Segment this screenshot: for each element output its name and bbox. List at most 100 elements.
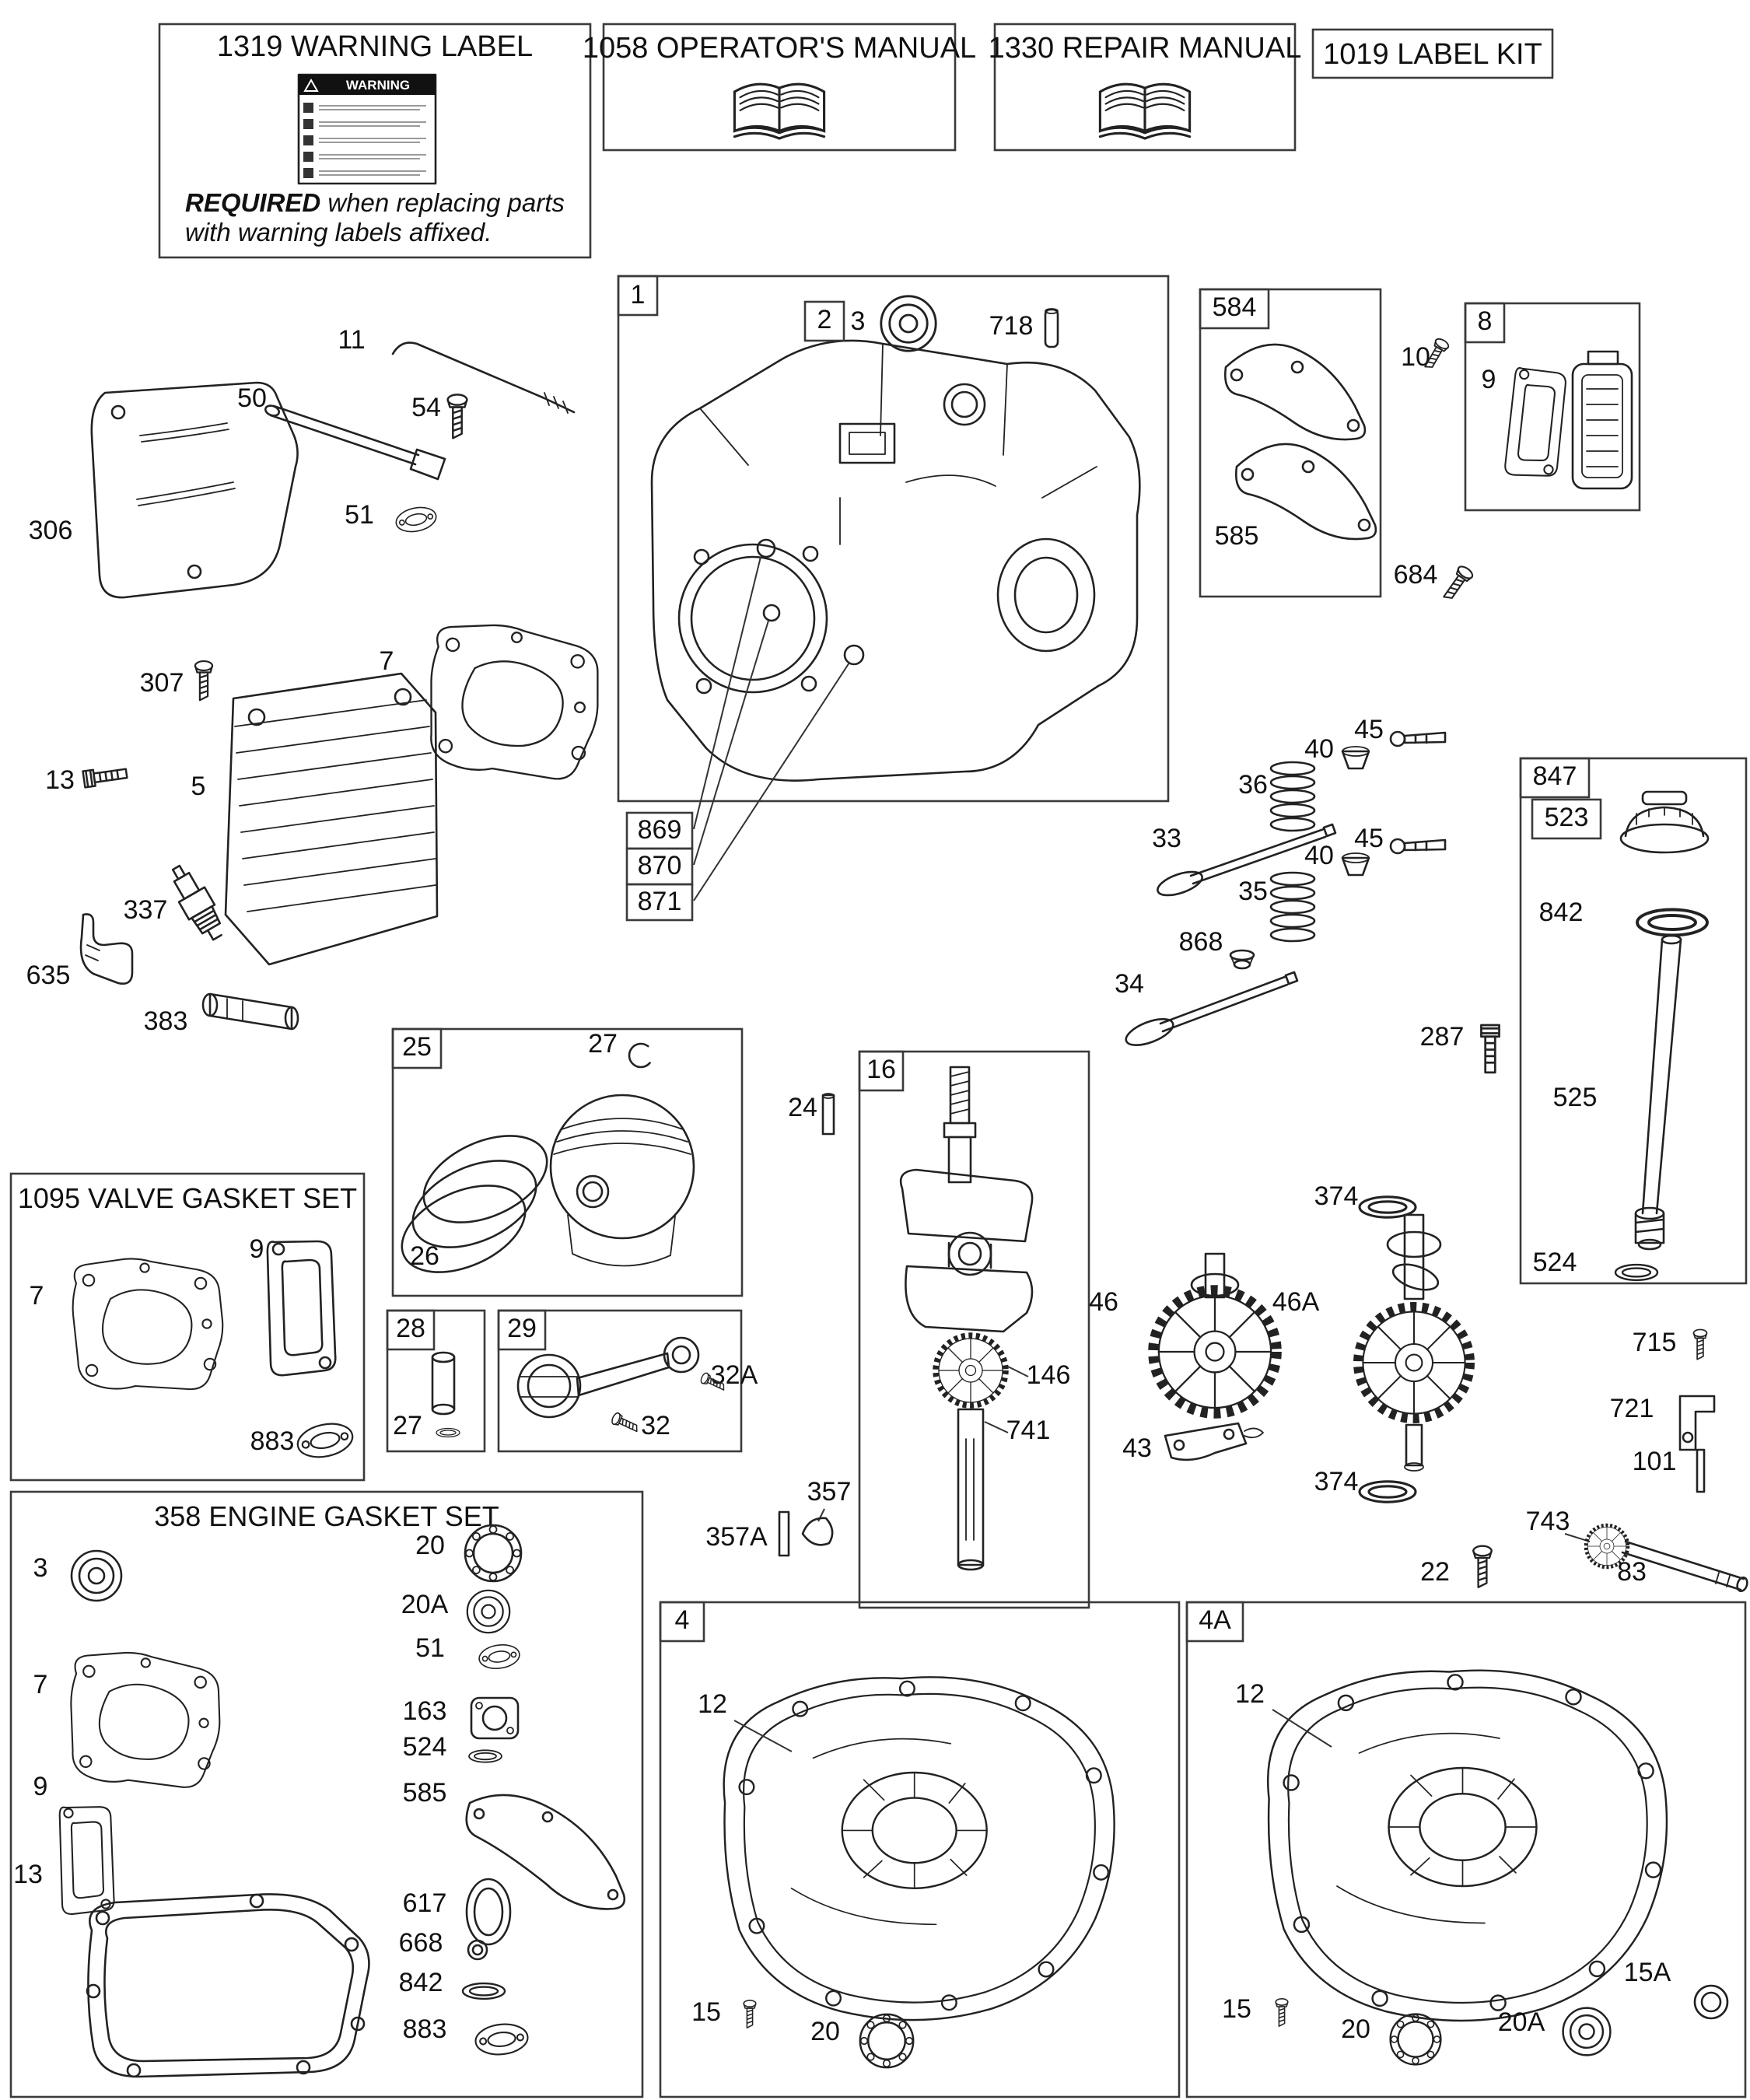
part-35-valve-spring [1269, 871, 1316, 943]
callout-46A: 46A [1272, 1287, 1320, 1317]
callout-20-box4A: 20 [1341, 2014, 1370, 2044]
kit-warning-label-title: 1319 WARNING LABEL [217, 30, 533, 63]
callout-715: 715 [1633, 1328, 1677, 1357]
kit-label-kit: 1019 LABEL KIT [1311, 28, 1554, 79]
callout-585-358: 585 [403, 1778, 447, 1808]
part-36-valve-spring [1269, 761, 1316, 832]
part-307-screw [194, 660, 214, 702]
callout-83: 83 [1617, 1557, 1647, 1587]
callout-668: 668 [399, 1928, 443, 1958]
part-525-dipstick-tube [1634, 934, 1682, 1251]
part-163-carb-gasket [470, 1696, 520, 1740]
callout-27-28box: 27 [393, 1411, 422, 1440]
part-54-screw [446, 394, 468, 439]
callout-3-358: 3 [33, 1553, 48, 1583]
part-51-gasket [393, 503, 439, 536]
part-22-screw [1472, 1545, 1493, 1588]
callout-524-dipstick: 524 [1533, 1248, 1577, 1277]
callout-51-358: 51 [415, 1633, 445, 1663]
part-883-gasket-1095 [293, 1418, 357, 1463]
callout-32A: 32A [711, 1360, 758, 1390]
part-28-piston-pin [431, 1351, 456, 1416]
part-743-gear-and-83-shaft [1586, 1525, 1748, 1593]
group-358-title: 358 ENGINE GASKET SET [154, 1500, 499, 1532]
part-20-bearing-box4 [859, 2013, 915, 2069]
detail-box-1: 1 [617, 275, 1170, 803]
detail-box-8: 8 9 [1464, 302, 1641, 512]
callout-146: 146 [1027, 1360, 1071, 1390]
callout-13-358: 13 [13, 1860, 43, 1889]
warning-note-rest: when replacing parts [320, 188, 565, 217]
part-piston [549, 1094, 695, 1267]
warning-sticker-lines [303, 103, 426, 178]
callout-307: 307 [140, 668, 184, 698]
callout-524-358: 524 [403, 1732, 447, 1762]
detail-box-8-label: 8 [1478, 306, 1493, 336]
callout-27-clip: 27 [588, 1029, 618, 1059]
part-101-pin [1696, 1448, 1706, 1493]
leader-146 [1007, 1366, 1029, 1377]
callout-54: 54 [411, 393, 441, 422]
part-584-gasket [1223, 343, 1367, 441]
part-46A-camshaft [1358, 1213, 1470, 1472]
leader-12-box4A [1272, 1709, 1332, 1748]
callout-15-box4: 15 [691, 1997, 721, 2027]
part-9-gasket-358 [58, 1806, 115, 1915]
callout-743: 743 [1526, 1507, 1570, 1536]
callout-51-top: 51 [345, 500, 374, 530]
detail-box-16-label: 16 [866, 1055, 896, 1084]
callout-741: 741 [1006, 1416, 1051, 1445]
callout-12-box4: 12 [698, 1689, 727, 1719]
part-20A-seal-box4A [1562, 2007, 1612, 2056]
part-20-bearing-358 [464, 1524, 523, 1583]
detail-box-25-label: 25 [402, 1032, 432, 1062]
callout-101: 101 [1633, 1447, 1677, 1476]
kit-operators-manual: 1058 OPERATOR'S MANUAL [583, 23, 976, 152]
detail-box-4-label: 4 [675, 1605, 690, 1635]
part-5-cylinder-head [224, 672, 439, 966]
callout-24: 24 [788, 1093, 817, 1122]
leader-869 [693, 556, 761, 830]
part-15-plug-box4 [743, 2000, 757, 2028]
callout-374b: 374 [1314, 1467, 1359, 1496]
callout-45b: 45 [1354, 824, 1384, 853]
part-13-crankcase-gasket-358 [86, 1893, 370, 2078]
part-3-seal-358 [70, 1549, 123, 1602]
callout-525: 525 [1553, 1083, 1598, 1112]
part-668-oring [467, 1939, 488, 1961]
part-9-exhaust-gasket [1500, 366, 1571, 482]
callout-11: 11 [338, 325, 365, 355]
warning-required-note-line2: with warning labels affixed. [185, 218, 492, 247]
callout-718: 718 [989, 311, 1034, 341]
part-383-tool [201, 992, 299, 1031]
callout-287: 287 [1420, 1022, 1465, 1052]
leader-12-box4 [733, 1720, 793, 1752]
callout-9-muffler-gasket: 9 [1482, 365, 1496, 394]
callout-383: 383 [144, 1006, 188, 1036]
part-524-oring-358 [468, 1749, 502, 1763]
callout-26: 26 [410, 1241, 439, 1271]
kit-warning-label: 1319 WARNING LABEL WARNING REQUIRED when… [158, 23, 592, 259]
ref-box-2-label: 2 [817, 305, 832, 334]
part-357-key [801, 1517, 834, 1546]
callout-7-1095: 7 [30, 1281, 44, 1311]
detail-box-847-label: 847 [1533, 761, 1577, 791]
callout-50: 50 [237, 383, 267, 413]
detail-box-4: 4 12 15 20 [659, 1601, 1181, 2098]
detail-box-28: 28 27 [386, 1309, 486, 1453]
part-617-gasket [465, 1878, 512, 1946]
callout-12-box4A: 12 [1235, 1679, 1265, 1709]
callout-868: 868 [1179, 927, 1223, 957]
detail-box-584: 584 585 [1199, 288, 1382, 598]
callout-15-box4A: 15 [1222, 1994, 1251, 2024]
part-523-dipstick-cap [1619, 790, 1710, 854]
book-icon [733, 82, 826, 140]
callout-842-dipstick: 842 [1539, 898, 1584, 927]
part-524-seal [1614, 1263, 1659, 1282]
warning-required-note-line1: REQUIRED when replacing parts [185, 188, 565, 217]
callout-5: 5 [191, 772, 206, 801]
callout-883-1095: 883 [250, 1426, 295, 1456]
callout-40a: 40 [1304, 734, 1334, 764]
part-24-pin [821, 1093, 835, 1136]
ref-box-869-label: 869 [638, 815, 682, 845]
